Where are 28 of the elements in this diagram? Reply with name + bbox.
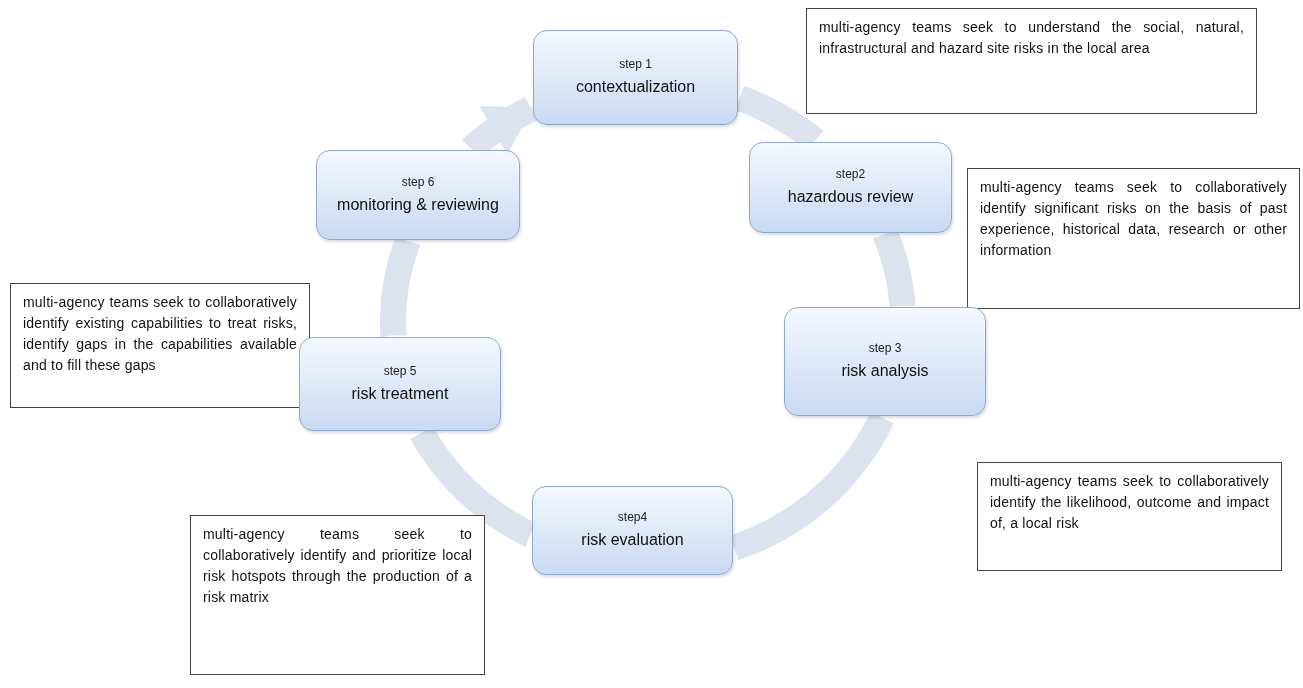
step-number: step 1 [619, 57, 652, 72]
description-text: multi-agency teams seek to collaboratively identify the likelihood, outcome and impact of, a local risk [990, 472, 1269, 533]
step-box [299, 337, 501, 431]
step-number: step4 [617, 510, 648, 525]
step-title: risk analysis [841, 361, 929, 382]
step-number: step 3 [868, 341, 902, 356]
description-box [10, 283, 310, 408]
step-box [532, 486, 733, 575]
description-box [806, 8, 1257, 114]
step-number: step 6 [401, 174, 435, 189]
step-box [749, 142, 952, 233]
description-box [967, 168, 1300, 309]
description-text: multi-agency teams seek to understand the social, natural, infrastructural and hazard site risks in the local area [819, 18, 1244, 58]
description-box [977, 462, 1282, 571]
step-box [784, 307, 986, 416]
step-box [316, 150, 520, 240]
step-title: risk treatment [351, 383, 449, 404]
step-title: hazardous review [787, 187, 914, 208]
step-number: step 5 [383, 363, 417, 378]
description-text: multi-agency teams seek to collaboratively identify significant risks on the basis of past experience, historical data, research or other information [980, 178, 1287, 260]
step-title: contextualization [575, 77, 696, 98]
step-box [533, 30, 738, 125]
step-title: risk evaluation [581, 530, 684, 551]
step-number: step2 [835, 167, 866, 182]
description-text: multi-agency teams seek to collaboratively identify existing capabilities to treat risks, identify gaps in the capabilities available and to fill these gaps [23, 293, 297, 375]
description-text: multi-agency teams seek to collaboratively identify and prioritize local risk hotspots through the production of a risk matrix [203, 525, 472, 607]
step-title: monitoring & reviewing [337, 194, 499, 215]
description-box [190, 515, 485, 675]
